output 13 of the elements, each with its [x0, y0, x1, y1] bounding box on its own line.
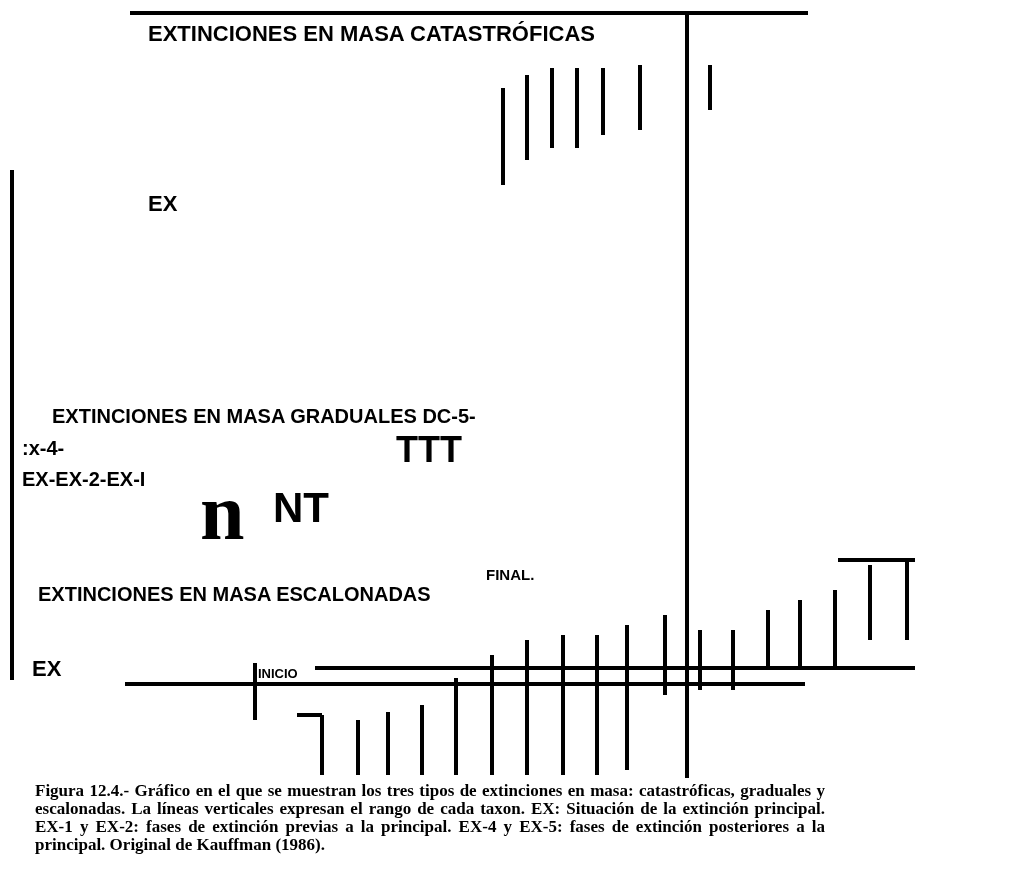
extinction-label: EX [32, 657, 62, 682]
end-label: FINAL. [486, 567, 535, 584]
phase-label: EX-EX-2-EX-I [22, 468, 146, 490]
panel-heading: EXTINCIONES EN MASA ESCALONADAS [38, 583, 431, 605]
figure-caption: Figura 12.4.- Gráfico en el que se muestran los tres tipos de extinciones en masa: catastróficas, graduales y escalonadas. La líneas verticales expresan el rango de cada taxon. EX: Situación de la extinción principal. EX-1 y EX-2: fases de extinción previas a la principal. EX-4 y EX-5: fases de extinción posteriores a la principal. Original de Kauffman (1986). [35, 782, 825, 854]
taxon-symbols: NT [273, 485, 329, 532]
panel-heading: EXTINCIONES EN MASA GRADUALES DC-5- [52, 405, 476, 427]
phase-label: :x-4- [22, 437, 65, 459]
extinction-label: EX [148, 192, 178, 217]
taxon-symbols: TTT [396, 430, 462, 470]
taxon-symbol: n [200, 480, 245, 544]
panel-heading: EXTINCIONES EN MASA CATASTRÓFICAS [148, 22, 595, 47]
start-label: INICIO [258, 667, 298, 682]
